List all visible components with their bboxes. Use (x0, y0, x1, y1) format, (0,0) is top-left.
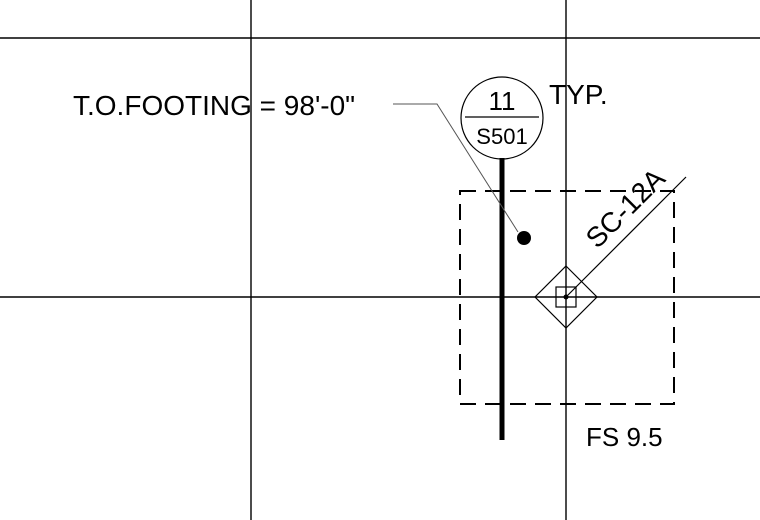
section-number: 11 (489, 86, 516, 116)
footing-elevation-label: T.O.FOOTING = 98'-0" (73, 90, 355, 121)
typical-label: TYP. (549, 79, 608, 110)
section-marker-circle (460, 76, 544, 160)
footing-tag-label: FS 9.5 (586, 422, 663, 452)
section-sheet: S501 (476, 124, 527, 149)
leader-dot (517, 231, 531, 245)
footing-outline (459, 190, 675, 405)
column-square (555, 286, 577, 308)
column-tag-label: SC-12A (580, 162, 671, 253)
column-diamond (534, 265, 598, 329)
column-tag-leader (565, 176, 687, 298)
elevation-leader-line (393, 103, 519, 233)
